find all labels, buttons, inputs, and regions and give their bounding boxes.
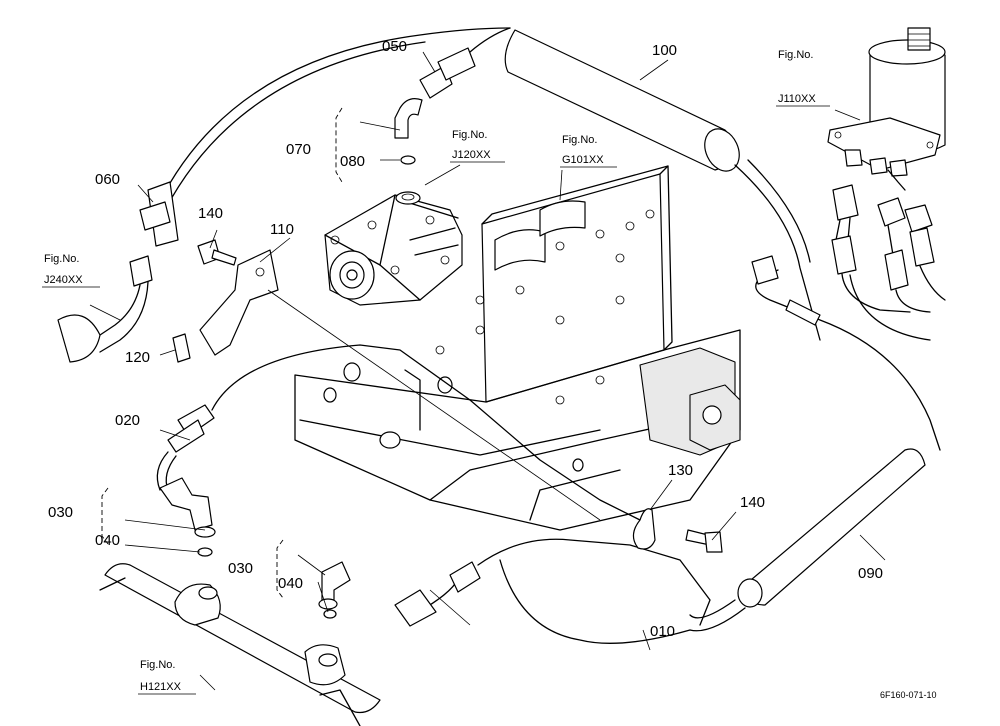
fitting-050 [419,27,511,99]
elbow-030-left [159,477,216,557]
pipe-020 [156,344,641,521]
part-label-140-top: 140 [198,205,223,222]
fig-ref-j240-code: J240XX [44,274,83,286]
part-label-020: 020 [115,412,140,429]
fig-ref-g101-prefix: Fig.No. [562,134,597,146]
part-label-090: 090 [858,565,883,582]
hydraulic-pump [324,191,463,306]
part-label-010: 010 [650,623,675,640]
part-label-070: 070 [286,141,311,158]
fig-ref-j240-prefix: Fig.No. [44,253,79,265]
hose-060 [57,181,179,363]
part-label-130: 130 [668,462,693,479]
bolt-140-top [197,239,237,266]
fig-ref-j120-prefix: Fig.No. [452,129,487,141]
clip-120 [172,333,191,363]
fig-ref-j120-code: J120XX [452,149,491,161]
steering-cylinder [99,563,381,726]
part-label-030-left: 030 [48,504,73,521]
fig-ref-j110-prefix: Fig.No. [778,49,813,61]
bracket-110 [199,249,279,356]
part-label-060: 060 [95,171,120,188]
elbow-030-right [318,561,351,619]
bolt-140-bottom [685,529,723,553]
elbow-070 [394,98,423,165]
drawing-code: 6F160-071-10 [880,690,937,700]
leader-lines [89,51,886,691]
part-label-080: 080 [340,153,365,170]
fig-ref-h121-prefix: Fig.No. [140,659,175,671]
clip-130 [632,508,656,550]
brace-030-left [101,487,109,545]
part-label-140-bottom: 140 [740,494,765,511]
hose-100-return [157,27,821,341]
steering-unit [827,27,946,191]
part-label-040-right: 040 [278,575,303,592]
part-label-120: 120 [125,349,150,366]
pipe-010 [394,538,711,627]
brace-070 [335,107,343,183]
fig-ref-j110-code: J110XX [778,93,816,105]
fig-ref-g101-code: G101XX [562,154,604,166]
brace-030-right [276,539,284,599]
frame-chassis [294,165,741,531]
steering-hoses [831,184,946,341]
part-label-050: 050 [382,38,407,55]
part-label-030-right: 030 [228,560,253,577]
hose-090 [499,255,941,644]
part-label-040-left: 040 [95,532,120,549]
part-label-100: 100 [652,42,677,59]
fig-ref-h121-code: H121XX [140,681,182,693]
part-label-110: 110 [270,221,294,238]
